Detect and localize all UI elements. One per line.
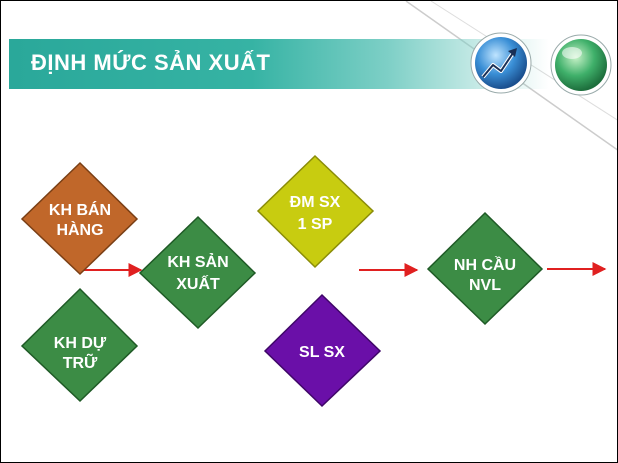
node-dm-sx-1sp: ĐM SX 1 SP: [256, 154, 375, 269]
node-sl-sx: SL SX: [263, 293, 382, 408]
node-label-line: KH SẢN: [167, 252, 228, 271]
node-label-line: TRỮ: [63, 352, 98, 372]
node-kh-du-tru: KH DỰ TRỮ: [20, 287, 139, 403]
node-kh-ban-hang: KH BÁN HÀNG: [20, 161, 139, 276]
green-orb-icon: [550, 34, 612, 96]
node-nh-cau-nvl: NH CẦU NVL: [426, 211, 544, 326]
node-label-line: ĐM SX: [290, 194, 341, 211]
globe-chart-icon: [470, 32, 532, 94]
node-label-line: SL SX: [299, 344, 345, 361]
node-label-line: KH DỰ: [54, 335, 107, 352]
node-label-line: XUẤT: [176, 274, 220, 293]
node-label-line: 1 SP: [298, 216, 333, 233]
node-label-line: NVL: [469, 277, 501, 294]
node-label-line: KH BÁN: [49, 200, 111, 219]
page-title: ĐỊNH MỨC SẢN XUẤT: [31, 50, 271, 75]
node-kh-san-xuat: KH SẢN XUẤT: [138, 215, 257, 330]
title-bar: [9, 39, 549, 89]
node-label-line: NH CẦU: [454, 255, 516, 274]
node-label-line: HÀNG: [56, 220, 103, 239]
